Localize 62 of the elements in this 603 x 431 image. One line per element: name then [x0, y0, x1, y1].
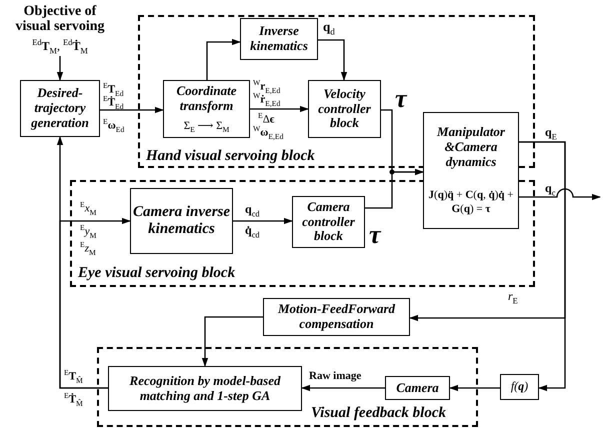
math-label: $^{E}$T$_{M̂}$	[64, 369, 83, 386]
arrow	[449, 384, 500, 392]
arrow	[318, 39, 348, 81]
math-label: $^{E}$Ṫ$_{Ed}$	[103, 95, 124, 112]
box-label: Manipulator &Camera dynamics	[436, 124, 506, 170]
box-label: f(q)	[510, 380, 528, 394]
equation: J(q)q̈ + C(q, q̇)q̇ + G(q) = τ	[428, 188, 514, 216]
math-label: r$_{E}$	[508, 290, 518, 306]
process-box	[240, 18, 318, 60]
arrow	[56, 56, 64, 81]
process-box	[20, 80, 100, 137]
math-label: $^{E}$x$_{M}$	[80, 201, 96, 218]
signal-label: τ	[369, 222, 381, 248]
edge-label: Raw image	[309, 370, 362, 382]
math-label: $^{E}$ω$_{Ed}$	[103, 118, 124, 134]
arrow	[409, 141, 566, 322]
arrow	[59, 218, 131, 389]
math-label: q̇$_{cd}$	[245, 224, 260, 240]
process-box	[385, 376, 450, 400]
arrow	[206, 38, 241, 80]
box-label: Inverse kinematics	[249, 24, 309, 54]
box-label: Camera controller block	[301, 200, 356, 244]
group-title: Hand visual servoing block	[146, 148, 315, 165]
heading: Objective of visual servoing	[14, 4, 106, 35]
arrow	[365, 168, 424, 209]
math-label: q$_{cd}$	[245, 203, 260, 219]
arrow	[301, 384, 385, 392]
process-box	[163, 80, 250, 138]
arrow	[100, 106, 164, 114]
process-box	[263, 298, 410, 336]
math-label: $^{Ed}$T$_{M}$, $^{Ed}$Ṫ$_{M}$	[31, 38, 89, 56]
process-box	[292, 196, 365, 248]
box-label: Camera inverse kinematics	[132, 204, 232, 238]
dashed-group-frame	[97, 347, 478, 427]
math-label: q$_{c}$	[545, 182, 556, 198]
box-label: Velocity controller block	[317, 86, 372, 132]
box-label: Desired-trajectory generation	[30, 86, 90, 131]
arrow	[202, 316, 263, 367]
arrow	[233, 218, 293, 224]
math-label: $^{E}$z$_{M}$	[80, 241, 96, 258]
process-box	[308, 80, 381, 138]
math-label: $^{E}$y$_{M}$	[80, 224, 96, 240]
process-box	[500, 374, 539, 400]
box-label: Recognition by model-based matching and 1-step GA	[128, 374, 282, 404]
math-label: q$_{E}$	[545, 126, 557, 142]
arrow	[250, 106, 309, 112]
process-box	[130, 188, 233, 254]
box-label: Camera	[396, 380, 439, 396]
group-title: Visual feedback block	[311, 405, 446, 422]
dashed-group-frame	[70, 180, 535, 287]
signal-label: τ	[395, 86, 407, 112]
math-label: $^{E}$Ṫ$_{M̂}$	[64, 392, 83, 408]
math-label: q$_{d}$	[323, 20, 335, 37]
group-title: Eye visual servoing block	[78, 265, 236, 282]
process-box	[108, 366, 302, 411]
math-label: Σ$_{E}$ ⟶ Σ$_{M}$	[184, 118, 230, 134]
arrow	[519, 188, 601, 200]
math-label: $^{W}$ω$_{E,Ed}$	[253, 125, 284, 142]
box-label: Coordinate transform	[176, 84, 238, 114]
math-label: $^{E}$Δϵ	[258, 112, 274, 126]
box-label: Motion-FeedForward compensation	[276, 302, 396, 332]
process-box	[423, 112, 519, 229]
